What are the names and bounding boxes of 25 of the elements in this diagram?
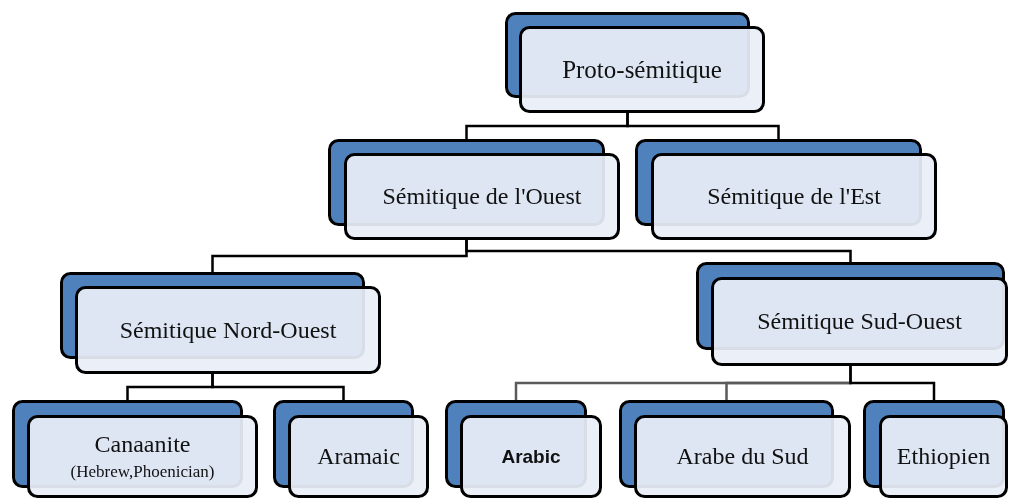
process-box bbox=[696, 262, 1008, 366]
connector-line bbox=[849, 366, 936, 400]
node-label: Canaanite bbox=[94, 431, 191, 458]
process-box bbox=[12, 400, 258, 498]
node-label: Aramaic bbox=[317, 443, 400, 470]
process-box bbox=[863, 400, 1008, 498]
connector-line bbox=[465, 240, 852, 262]
node-label: Arabic bbox=[501, 445, 561, 468]
process-box bbox=[445, 400, 602, 498]
node-label: Ethiopien bbox=[896, 443, 991, 470]
process-box bbox=[505, 12, 765, 113]
process-box bbox=[328, 139, 620, 240]
process-box bbox=[635, 139, 937, 240]
connector-line bbox=[211, 374, 345, 400]
process-box bbox=[619, 400, 851, 498]
node-label: Sémitique de l'Est bbox=[707, 183, 881, 210]
node-label: Proto-sémitique bbox=[562, 55, 722, 84]
process-box bbox=[273, 400, 429, 498]
node-label: Sémitique Nord-Ouest bbox=[119, 316, 337, 344]
connector-line bbox=[626, 113, 780, 139]
node-label: Arabe du Sud bbox=[676, 443, 809, 470]
node-label: Sémitique de l'Ouest bbox=[382, 183, 582, 210]
node-label: Sémitique Sud-Ouest bbox=[757, 308, 962, 335]
node-sublabel: (Hebrew,Phoenician) bbox=[70, 462, 215, 482]
process-box bbox=[60, 272, 381, 374]
